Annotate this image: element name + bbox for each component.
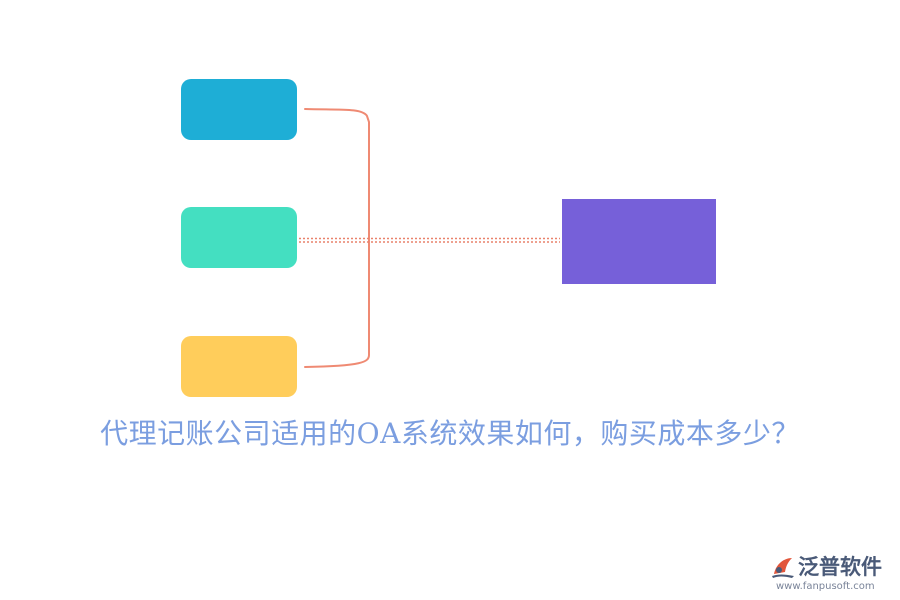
brand-watermark: 泛普软件 www.fanpusoft.com [770, 552, 892, 594]
node-box-purple-target [562, 199, 716, 284]
bracket-connector [304, 108, 370, 368]
fanpu-logo-icon [772, 558, 794, 578]
brand-url: www.fanpusoft.com [776, 581, 875, 592]
diagram-title: 代理记账公司适用的OA系统效果如何，购买成本多少？ [100, 417, 800, 450]
node-box-blue [181, 79, 297, 140]
brand-name: 泛普软件 [798, 555, 882, 579]
node-box-yellow [181, 336, 297, 397]
node-box-teal [181, 207, 297, 268]
